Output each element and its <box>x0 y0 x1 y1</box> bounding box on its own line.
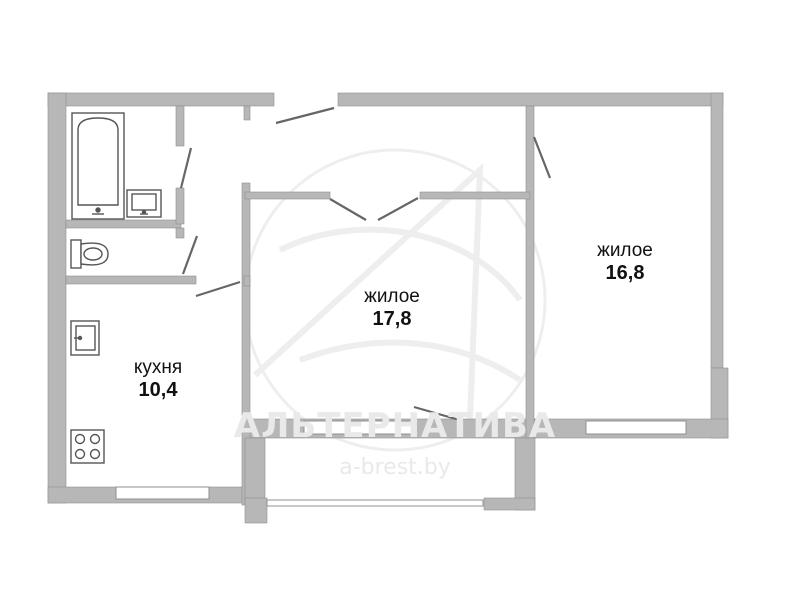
room-area: 17,8 <box>372 308 412 330</box>
toilet-icon <box>70 239 109 269</box>
room-area: 10,4 <box>138 379 178 401</box>
room-name: кухня <box>133 357 183 378</box>
windows <box>115 420 687 507</box>
sink-icon <box>126 189 162 218</box>
watermark-brand: АЛЬТЕРНАТИВА <box>233 406 557 446</box>
room-label-living-17: жилое 17,8 <box>342 286 442 330</box>
bathtub-icon <box>71 112 125 220</box>
watermark-site: a-brest.by <box>339 455 451 480</box>
room-area: 16,8 <box>605 262 645 284</box>
room-name: жилое <box>597 240 653 261</box>
room-name: жилое <box>364 286 420 307</box>
doors <box>179 106 552 423</box>
stove-icon <box>70 429 105 464</box>
room-label-living-16: жилое 16,8 <box>575 240 675 284</box>
kitchen-sink-icon <box>70 320 100 356</box>
room-label-kitchen: кухня 10,4 <box>108 357 208 401</box>
